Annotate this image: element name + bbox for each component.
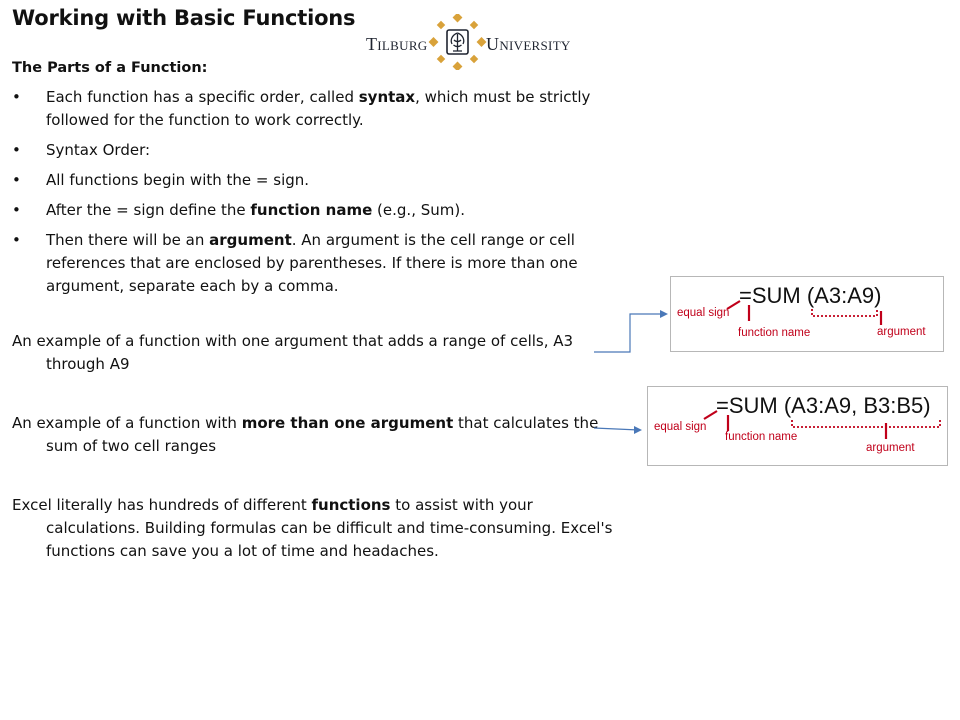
paragraph-text: to assist with your calculations. Buildi… <box>46 496 613 560</box>
bullet-item: Each function has a specific order, call… <box>12 86 597 132</box>
bullet-item: After the = sign define the function nam… <box>12 199 597 222</box>
label-argument: argument <box>866 442 915 454</box>
bullet-item: All functions begin with the = sign. <box>12 169 597 192</box>
logo-initial: U <box>486 34 500 54</box>
bullet-list: Each function has a specific order, call… <box>12 86 597 305</box>
paragraph-bold-text: functions <box>311 496 391 514</box>
logo-rest: NIVERSITY <box>499 38 571 53</box>
paragraph-text: An example of a function with <box>12 414 242 432</box>
diagram-two-formula: =SUM (A3:A9, B3:B5) <box>716 393 931 418</box>
logo-word-right: UNIVERSITY <box>486 34 571 55</box>
closing-paragraph: Excel literally has hundreds of differen… <box>12 494 631 563</box>
bullet-item: Then there will be an argument. An argum… <box>12 229 597 298</box>
bullet-bold-text: argument <box>209 231 292 249</box>
equal-sign-pointer <box>726 300 741 310</box>
label-function-name: function name <box>738 327 811 339</box>
bullet-text: (e.g., Sum). <box>372 201 465 219</box>
paragraph-text: that calculates the sum of two cell rang… <box>46 414 599 455</box>
equal-sign-pointer <box>703 410 718 420</box>
bullet-text: , which must be strictly followed for th… <box>46 88 591 129</box>
label-equal-sign: equal sign <box>677 307 730 319</box>
argument-bracket <box>791 420 941 428</box>
logo-rest: ILBURG <box>377 38 428 53</box>
bullet-text: Syntax Order: <box>46 141 151 159</box>
label-equal-sign: equal sign <box>654 421 707 433</box>
diagram-one-panel: =SUM (A3:A9) equal sign function name ar… <box>670 276 944 352</box>
bullet-text: Then there will be an <box>46 231 210 249</box>
university-logo: TILBURG UNIVERSITY <box>366 14 570 70</box>
arrow-to-diagram-two <box>593 427 639 431</box>
bullet-bold-text: function name <box>250 201 373 219</box>
arrow-to-diagram-one <box>594 313 664 353</box>
section-heading: The Parts of a Function: <box>12 60 208 76</box>
arrow-head-one <box>660 310 668 318</box>
logo-initial: T <box>366 34 378 54</box>
example-one-paragraph: An example of a function with one argume… <box>12 332 574 373</box>
label-argument: argument <box>877 326 926 338</box>
bullet-item: Syntax Order: <box>12 139 597 162</box>
example-two-paragraph: An example of a function with more than … <box>12 412 631 458</box>
bullet-text: All functions begin with the = sign. <box>46 171 310 189</box>
label-function-name: function name <box>725 431 798 443</box>
logo-emblem-icon <box>428 14 487 70</box>
bullet-text: . An argument is the cell range or cell … <box>46 231 578 295</box>
logo-word-left: TILBURG <box>366 34 428 55</box>
paragraph-bold-text: more than one argument <box>241 414 454 432</box>
diagram-one-formula: =SUM (A3:A9) <box>739 283 882 308</box>
diagram-two-markers <box>703 410 941 439</box>
argument-bracket <box>811 309 878 317</box>
bullet-text: Each function has a specific order, call… <box>46 88 359 106</box>
bullet-bold-text: syntax <box>358 88 416 106</box>
diagram-two-panel: =SUM (A3:A9, B3:B5) equal sign function … <box>647 386 948 466</box>
page-title: Working with Basic Functions <box>12 6 356 30</box>
paragraph-text: Excel literally has hundreds of differen… <box>12 496 312 514</box>
bullet-text: After the = sign define the <box>46 201 251 219</box>
arrow-head-two <box>634 426 642 434</box>
diagram-one-markers <box>726 300 883 325</box>
